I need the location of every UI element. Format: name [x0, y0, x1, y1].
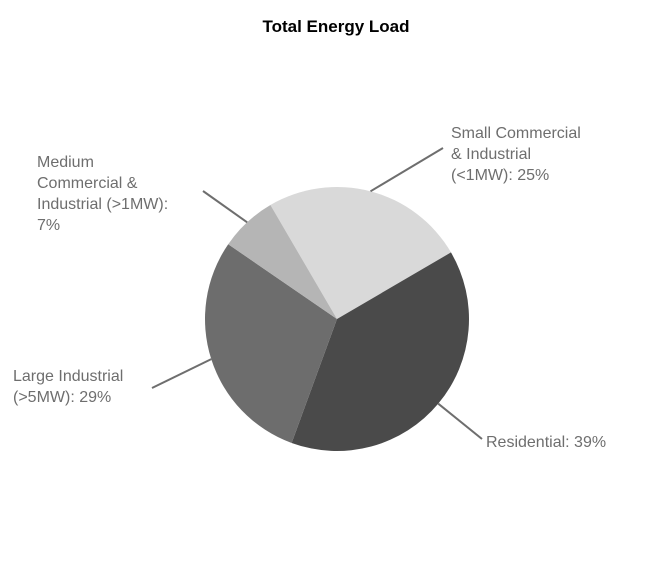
slice-label-line: Residential: 39%: [486, 434, 607, 451]
slice-label-line: Large Industrial: [13, 368, 124, 385]
pie-slice-residential: [291, 252, 470, 451]
slice-label-line: Industrial (>1MW):: [37, 196, 169, 213]
slice-label-line: Small Commercial: [451, 125, 581, 142]
pie-slice-medium-commercial-industrial-1mw: [228, 205, 337, 319]
slice-label-line: (<1MW): 25%: [451, 167, 550, 184]
slice-label-line: & Industrial: [451, 146, 532, 163]
slice-label-line: (>5MW): 29%: [13, 389, 112, 406]
slice-label-line: Medium: [37, 154, 94, 171]
callout-line-residential: [437, 402, 483, 440]
pie-slice-small-commercial-industrial-1mw: [270, 186, 451, 319]
callout-line-small-commercial-industrial-1mw: [369, 147, 444, 193]
pie-slice-large-industrial-5mw: [205, 244, 337, 443]
slice-label-large-industrial: Large Industrial (>5MW): 29%: [13, 366, 123, 408]
slice-label-residential: Residential: 39%: [486, 432, 606, 453]
callout-line-large-industrial-5mw: [151, 358, 212, 389]
slice-label-medium-commercial-industrial: Medium Commercial & Industrial (>1MW): 7…: [37, 152, 168, 236]
callout-line-medium-commercial-industrial-1mw: [202, 190, 248, 224]
slice-label-line: 7%: [37, 217, 61, 234]
chart-title: Total Energy Load: [262, 17, 410, 36]
slice-label-line: Commercial &: [37, 175, 138, 192]
slice-label-small-commercial-industrial: Small Commercial & Industrial (<1MW): 25…: [451, 123, 581, 186]
